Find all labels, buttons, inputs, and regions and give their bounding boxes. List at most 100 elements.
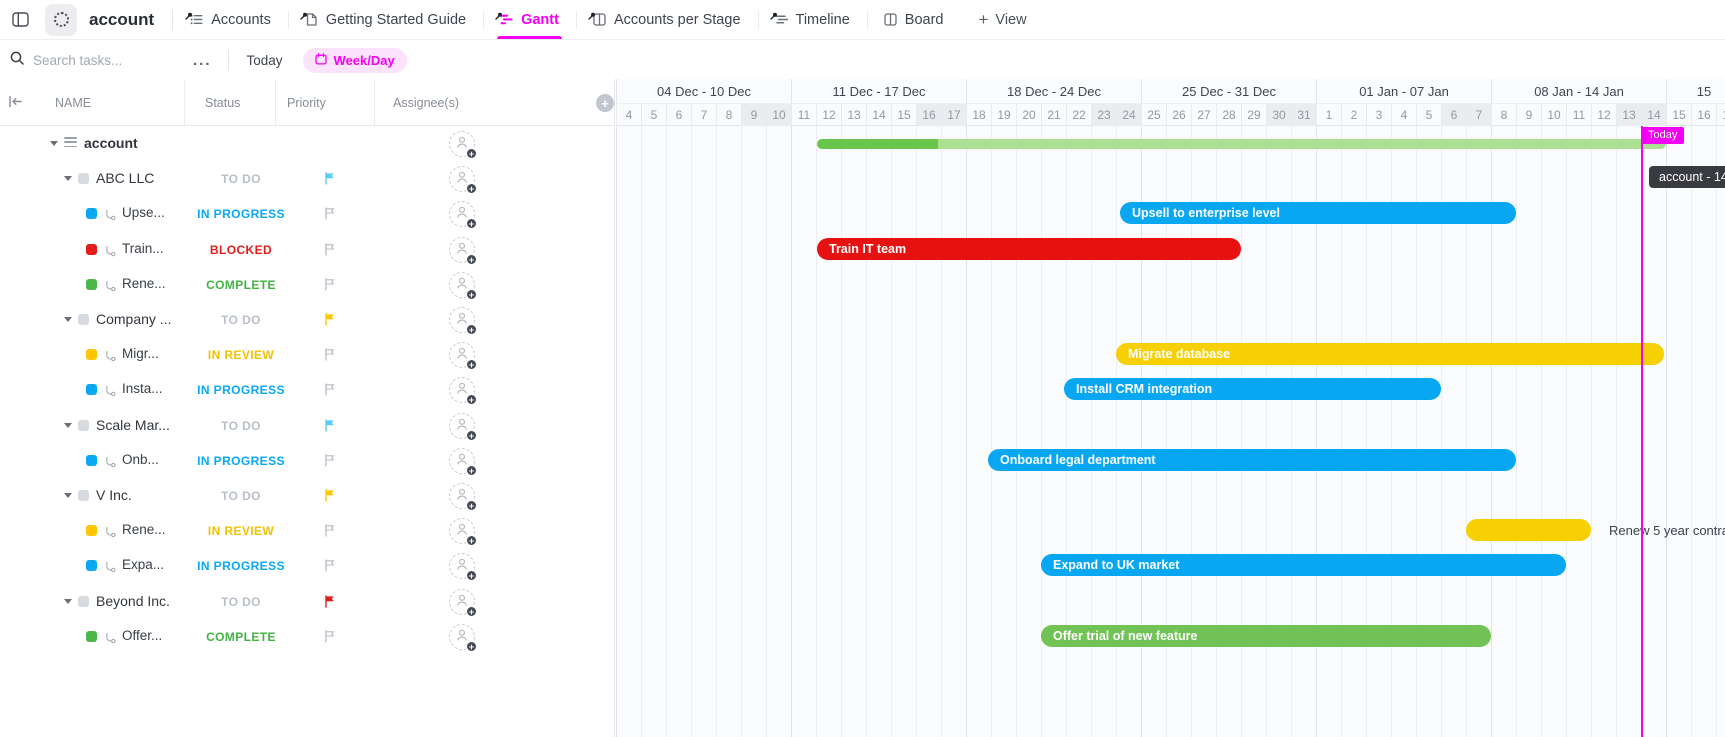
expand-caret-icon[interactable]	[64, 317, 72, 322]
add-assignee-button[interactable]: +	[449, 553, 477, 581]
table-row-company[interactable]: Company ...TO DO+	[0, 302, 614, 337]
add-assignee-button[interactable]: +	[449, 307, 477, 335]
status-badge[interactable]: TO DO	[221, 489, 261, 503]
status-badge[interactable]: TO DO	[221, 595, 261, 609]
priority-flag-icon[interactable]	[324, 489, 336, 507]
table-row-rene[interactable]: Rene...IN REVIEW+	[0, 513, 614, 548]
column-header-status[interactable]: Status	[205, 95, 241, 110]
today-button[interactable]: Today	[246, 52, 283, 68]
tab-board[interactable]: Board	[866, 0, 961, 39]
add-assignee-button[interactable]: +	[449, 518, 477, 546]
table-row-migr[interactable]: Migr...IN REVIEW+	[0, 337, 614, 372]
day-header-cell: 20	[1016, 103, 1041, 126]
table-row-offer[interactable]: Offer...COMPLETE+	[0, 619, 614, 654]
week-day-toggle[interactable]: Week/Day	[302, 47, 407, 73]
add-assignee-button[interactable]: +	[449, 342, 477, 370]
priority-flag-icon[interactable]	[324, 207, 336, 225]
priority-flag-icon[interactable]	[324, 595, 336, 613]
sidebar-toggle-icon[interactable]	[12, 12, 29, 27]
table-row-v-inc[interactable]: V Inc.TO DO+	[0, 478, 614, 513]
status-badge[interactable]: COMPLETE	[206, 278, 276, 292]
tab-accounts[interactable]: Accounts	[173, 0, 288, 39]
tab-accounts-per-stage[interactable]: Accounts per Stage	[575, 0, 758, 39]
task-bar-offer-trial-of-new-feature[interactable]: Offer trial of new feature	[1041, 625, 1491, 647]
search-input[interactable]	[33, 52, 173, 68]
gridline	[616, 126, 617, 737]
add-assignee-button[interactable]: +	[449, 377, 477, 405]
add-assignee-button[interactable]: +	[449, 201, 477, 229]
priority-flag-icon[interactable]	[324, 630, 336, 648]
add-assignee-button[interactable]: +	[449, 166, 477, 194]
priority-flag-icon[interactable]	[324, 313, 336, 331]
add-assignee-button[interactable]: +	[449, 483, 477, 511]
status-badge[interactable]: TO DO	[221, 419, 261, 433]
task-bar-train-it-team[interactable]: Train IT team	[817, 238, 1241, 260]
table-row-scale-mar[interactable]: Scale Mar...TO DO+	[0, 408, 614, 443]
task-bar-install-crm-integration[interactable]: Install CRM integration	[1064, 378, 1441, 400]
table-row-rene[interactable]: Rene...COMPLETE+	[0, 267, 614, 302]
table-row-insta[interactable]: Insta...IN PROGRESS+	[0, 372, 614, 407]
add-assignee-button[interactable]: +	[449, 413, 477, 441]
priority-flag-icon[interactable]	[324, 524, 336, 542]
expand-caret-icon[interactable]	[50, 141, 58, 146]
status-badge[interactable]: TO DO	[221, 313, 261, 327]
status-badge[interactable]: IN PROGRESS	[197, 207, 285, 221]
task-bar-expand-to-uk-market[interactable]: Expand to UK market	[1041, 554, 1566, 576]
add-column-button[interactable]: +	[596, 94, 614, 112]
day-header-cell: 8	[716, 103, 741, 126]
column-header-priority[interactable]: Priority	[287, 95, 326, 110]
priority-flag-icon[interactable]	[324, 383, 336, 401]
table-row-train[interactable]: Train...BLOCKED+	[0, 232, 614, 267]
status-badge[interactable]: IN PROGRESS	[197, 559, 285, 573]
gridline	[1116, 126, 1117, 737]
space-avatar[interactable]	[45, 3, 77, 36]
expand-caret-icon[interactable]	[64, 493, 72, 498]
tab-getting-started-guide[interactable]: Getting Started Guide	[287, 0, 483, 39]
status-badge[interactable]: IN PROGRESS	[197, 383, 285, 397]
status-badge[interactable]: IN REVIEW	[207, 524, 275, 538]
add-assignee-button[interactable]: +	[449, 589, 477, 617]
priority-flag-icon[interactable]	[324, 419, 336, 437]
task-bar-upsell-to-enterprise-level[interactable]: Upsell to enterprise level	[1120, 202, 1516, 224]
table-row-onb[interactable]: Onb...IN PROGRESS+	[0, 443, 614, 478]
add-assignee-button[interactable]: +	[449, 237, 477, 265]
table-row-beyond-inc[interactable]: Beyond Inc.TO DO+	[0, 584, 614, 619]
priority-flag-icon[interactable]	[324, 172, 336, 190]
task-bar-migrate-database[interactable]: Migrate database	[1116, 343, 1664, 365]
task-bar-renew-5-year-contract[interactable]	[1466, 519, 1591, 541]
column-header-assignees[interactable]: Assignee(s)	[393, 95, 459, 110]
status-badge[interactable]: BLOCKED	[209, 243, 273, 257]
add-assignee-button[interactable]: +	[449, 624, 477, 652]
summary-bar[interactable]	[817, 139, 1666, 149]
tab-label: Accounts per Stage	[613, 11, 741, 28]
task-bar-onboard-legal-department[interactable]: Onboard legal department	[988, 449, 1516, 471]
expand-caret-icon[interactable]	[64, 423, 72, 428]
expand-caret-icon[interactable]	[64, 176, 72, 181]
priority-flag-icon[interactable]	[324, 454, 336, 472]
column-header-name[interactable]: NAME	[55, 95, 92, 110]
priority-flag-icon[interactable]	[324, 278, 336, 296]
table-row-expa[interactable]: Expa...IN PROGRESS+	[0, 548, 614, 583]
status-badge[interactable]: COMPLETE	[206, 630, 276, 644]
search-box[interactable]	[10, 51, 185, 70]
collapse-panel-icon[interactable]	[8, 95, 23, 113]
group-square-icon	[78, 596, 89, 607]
status-badge[interactable]: IN REVIEW	[207, 348, 275, 362]
add-view-button[interactable]: + View	[960, 0, 1044, 39]
priority-flag-icon[interactable]	[324, 243, 336, 261]
more-options-button[interactable]: ...	[193, 51, 212, 69]
priority-flag-icon[interactable]	[324, 348, 336, 366]
add-assignee-button[interactable]: +	[449, 272, 477, 300]
status-badge[interactable]: IN PROGRESS	[197, 454, 285, 468]
priority-flag-icon[interactable]	[324, 559, 336, 577]
tab-timeline[interactable]: Timeline	[757, 0, 867, 39]
table-row-account[interactable]: account+	[0, 126, 614, 161]
add-assignee-button[interactable]: +	[449, 131, 477, 159]
status-badge[interactable]: TO DO	[221, 172, 261, 186]
tab-gantt[interactable]: Gantt	[483, 0, 576, 39]
add-assignee-button[interactable]: +	[449, 448, 477, 476]
expand-caret-icon[interactable]	[64, 599, 72, 604]
plus-badge-icon: +	[466, 324, 477, 335]
table-row-upse[interactable]: Upse...IN PROGRESS+	[0, 196, 614, 231]
